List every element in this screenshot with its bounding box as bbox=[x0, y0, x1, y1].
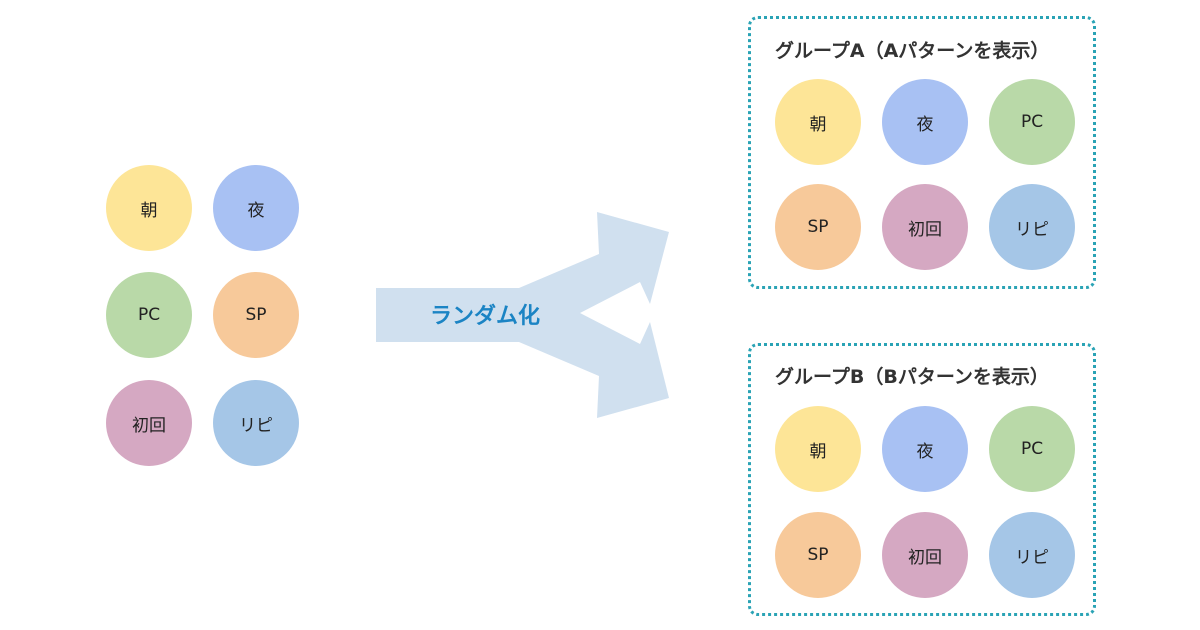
group-a-segment-first: 初回 bbox=[882, 184, 968, 270]
group-b-box bbox=[748, 343, 1096, 616]
group-a-segment-night: 夜 bbox=[882, 79, 968, 165]
source-segment-morning: 朝 bbox=[106, 165, 192, 251]
source-segment-first: 初回 bbox=[106, 380, 192, 466]
group-a-segment-morning: 朝 bbox=[775, 79, 861, 165]
source-segment-sp: SP bbox=[213, 272, 299, 358]
group-a-segment-pc: PC bbox=[989, 79, 1075, 165]
group-b-segment-first: 初回 bbox=[882, 512, 968, 598]
group-b-segment-night: 夜 bbox=[882, 406, 968, 492]
source-segment-night: 夜 bbox=[213, 165, 299, 251]
group-b-segment-sp: SP bbox=[775, 512, 861, 598]
arrow-label-randomize: ランダム化 bbox=[429, 304, 540, 329]
group-b-title: グループB（Bパターンを表示） bbox=[775, 366, 1049, 388]
group-a-box bbox=[748, 16, 1096, 289]
group-a-title: グループA（Aパターンを表示） bbox=[775, 40, 1050, 62]
group-a-segment-repeat: リピ bbox=[989, 184, 1075, 270]
group-b-segment-morning: 朝 bbox=[775, 406, 861, 492]
group-a-segment-sp: SP bbox=[775, 184, 861, 270]
group-b-segment-repeat: リピ bbox=[989, 512, 1075, 598]
source-segment-repeat: リピ bbox=[213, 380, 299, 466]
group-b-segment-pc: PC bbox=[989, 406, 1075, 492]
source-segment-pc: PC bbox=[106, 272, 192, 358]
split-arrow-shape bbox=[376, 212, 669, 418]
